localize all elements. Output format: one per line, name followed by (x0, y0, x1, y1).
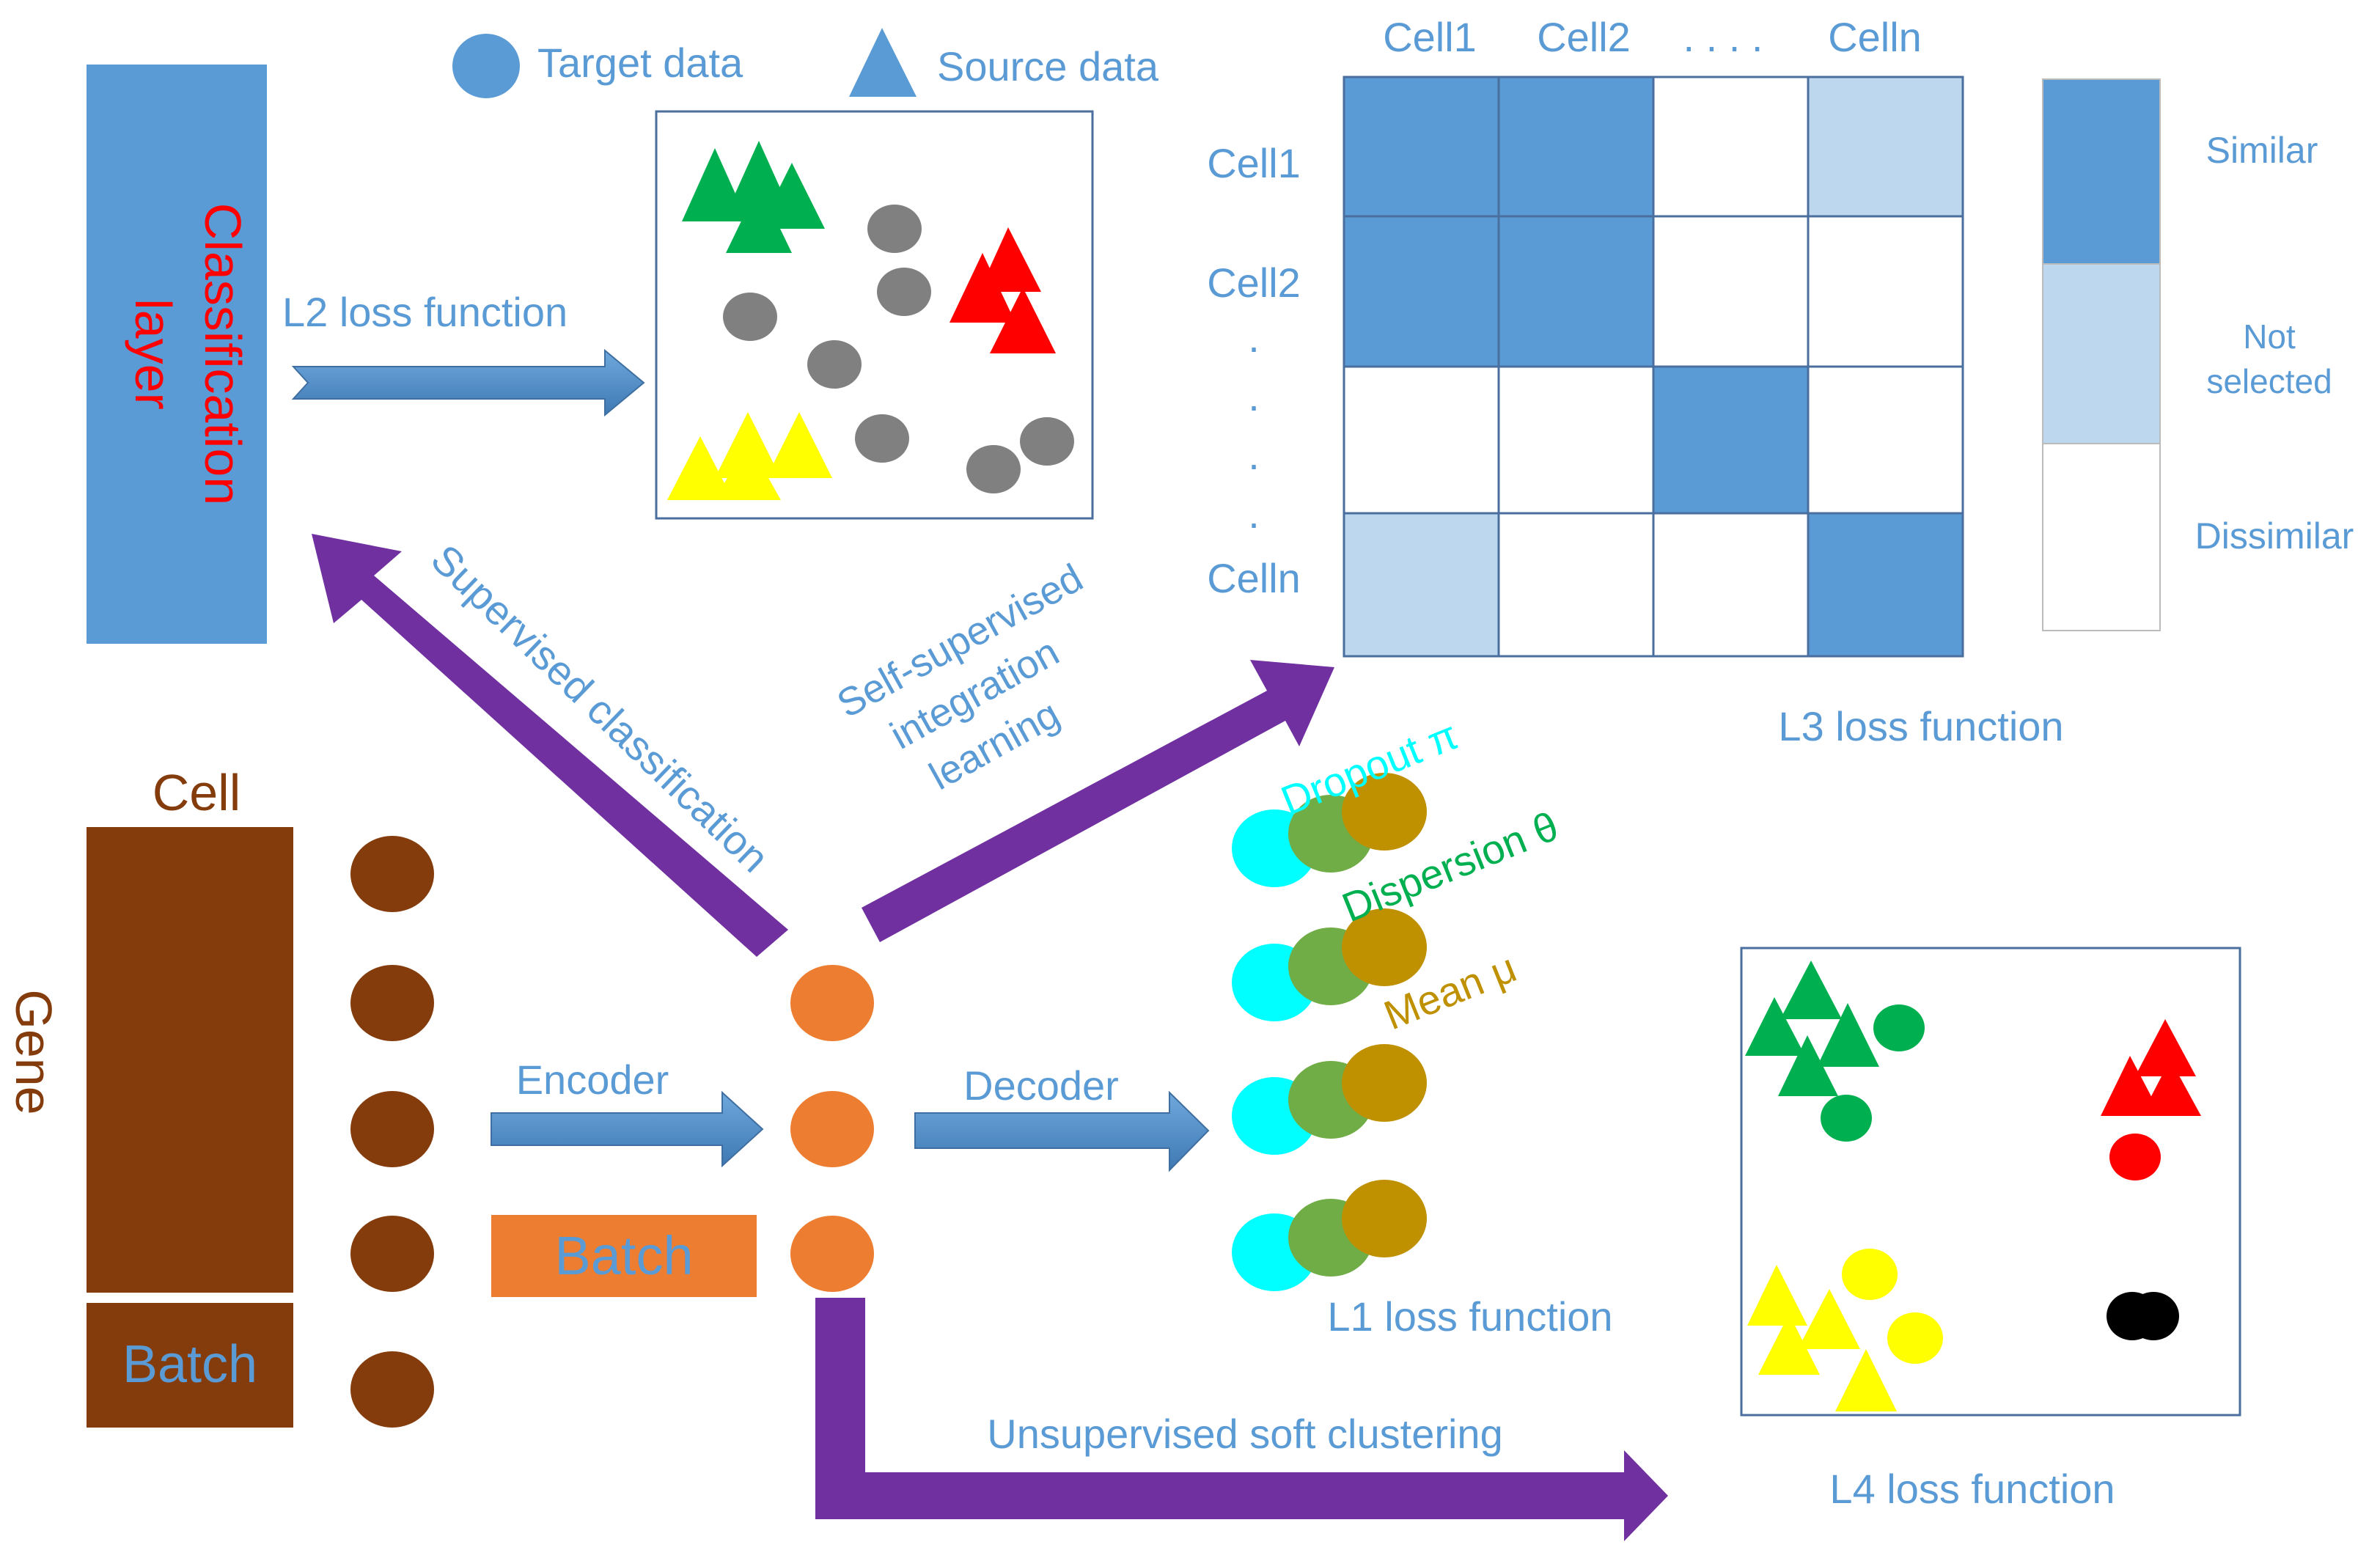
target-data-legend-circle (452, 34, 520, 98)
matrix-cells (1343, 76, 1964, 658)
l3-loss-label: L3 loss function (1778, 703, 2063, 749)
green-cluster (1745, 961, 1925, 1142)
black-cluster (2107, 1292, 2179, 1340)
input-nodes (350, 836, 434, 1428)
output-node-group-1 (1232, 773, 1427, 887)
matrix-row-dot-3: . (1248, 432, 1260, 478)
matrix-row-dot-2: . (1248, 373, 1260, 419)
matrix-col-label-dots: . . . . (1683, 14, 1763, 60)
unsupervised-label: Unsupervised soft clustering (987, 1411, 1502, 1457)
legend-not-selected-line2: selected (2206, 362, 2332, 400)
matrix-col-label-1: Cell1 (1383, 14, 1477, 60)
l2-loss-label: L2 loss function (282, 289, 568, 335)
yellow-cluster (1747, 1249, 1943, 1411)
target-data-legend-label: Target data (537, 40, 743, 86)
source-target-scatter-box (655, 110, 1094, 520)
source-data-legend-label: Source data (937, 43, 1159, 89)
gray-target-points (723, 205, 1074, 493)
red-source-cluster (950, 227, 1056, 353)
decoder-arrow: Decoder (914, 1062, 1210, 1172)
encoder-arrow: Encoder (491, 1057, 764, 1168)
l4-loss-label: L4 loss function (1829, 1466, 2115, 1512)
red-cluster (2101, 1019, 2201, 1180)
supervised-label: Supervised classification (422, 535, 778, 881)
cell-label: Cell (153, 764, 241, 821)
yellow-source-cluster (667, 412, 832, 500)
latent-batch-label: Batch (554, 1225, 693, 1286)
similarity-matrix: Cell1 Cell2 . . . . Celln Cell1 Cell2 . … (1207, 14, 2063, 749)
matrix-row-label-n: Celln (1207, 555, 1301, 601)
source-data-legend-triangle (849, 28, 917, 97)
legend-dissimilar-label: Dissimilar (2195, 515, 2354, 557)
output-node-group-2 (1232, 908, 1427, 1021)
classification-layer: Classification layer (87, 65, 267, 644)
l1-loss-label: L1 loss function (1327, 1293, 1612, 1340)
latent-nodes (790, 965, 874, 1292)
input-matrix: Cell Batch Gene (5, 764, 293, 1428)
classification-layer-line2: layer (125, 298, 182, 410)
matrix-row-dot-1: . (1248, 315, 1260, 361)
cluster-box: L4 loss function (1740, 947, 2241, 1512)
green-source-cluster (682, 141, 825, 253)
matrix-col-label-n: Celln (1828, 14, 1922, 60)
matrix-row-dot-4: . (1248, 491, 1260, 537)
batch-input-label: Batch (122, 1335, 257, 1394)
output-node-group-3 (1232, 1044, 1427, 1155)
legend-similar-label: Similar (2206, 130, 2318, 171)
gene-label: Gene (5, 989, 62, 1114)
legend-not-selected-line1: Not (2243, 317, 2296, 356)
classification-layer-line1: Classification (194, 203, 251, 505)
decoder-label: Decoder (963, 1062, 1119, 1109)
latent-batch-box: Batch (491, 1215, 757, 1297)
unsupervised-arrow: Unsupervised soft clustering (815, 1298, 1668, 1541)
l2-arrow: L2 loss function (282, 289, 645, 417)
similarity-legend: Similar Not selected Dissimilar (2042, 78, 2354, 631)
matrix-col-label-2: Cell2 (1537, 14, 1631, 60)
decoder-output-nodes: Dropout π Dispersion θ Mean μ L1 loss fu… (1232, 711, 1613, 1340)
top-legend: Target data Source data (452, 28, 1159, 98)
encoder-label: Encoder (516, 1057, 669, 1103)
matrix-row-label-1: Cell1 (1207, 140, 1301, 186)
output-node-group-4 (1232, 1180, 1427, 1291)
matrix-row-label-2: Cell2 (1207, 260, 1301, 306)
